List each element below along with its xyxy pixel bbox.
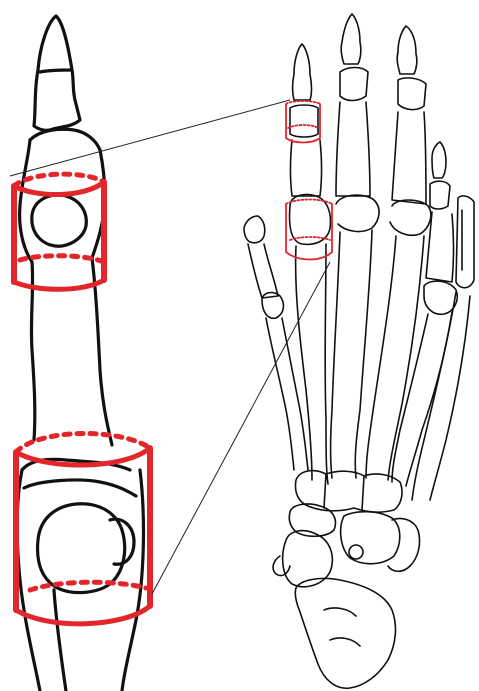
foot-bone-joint-figure xyxy=(0,0,479,691)
background xyxy=(0,0,479,691)
